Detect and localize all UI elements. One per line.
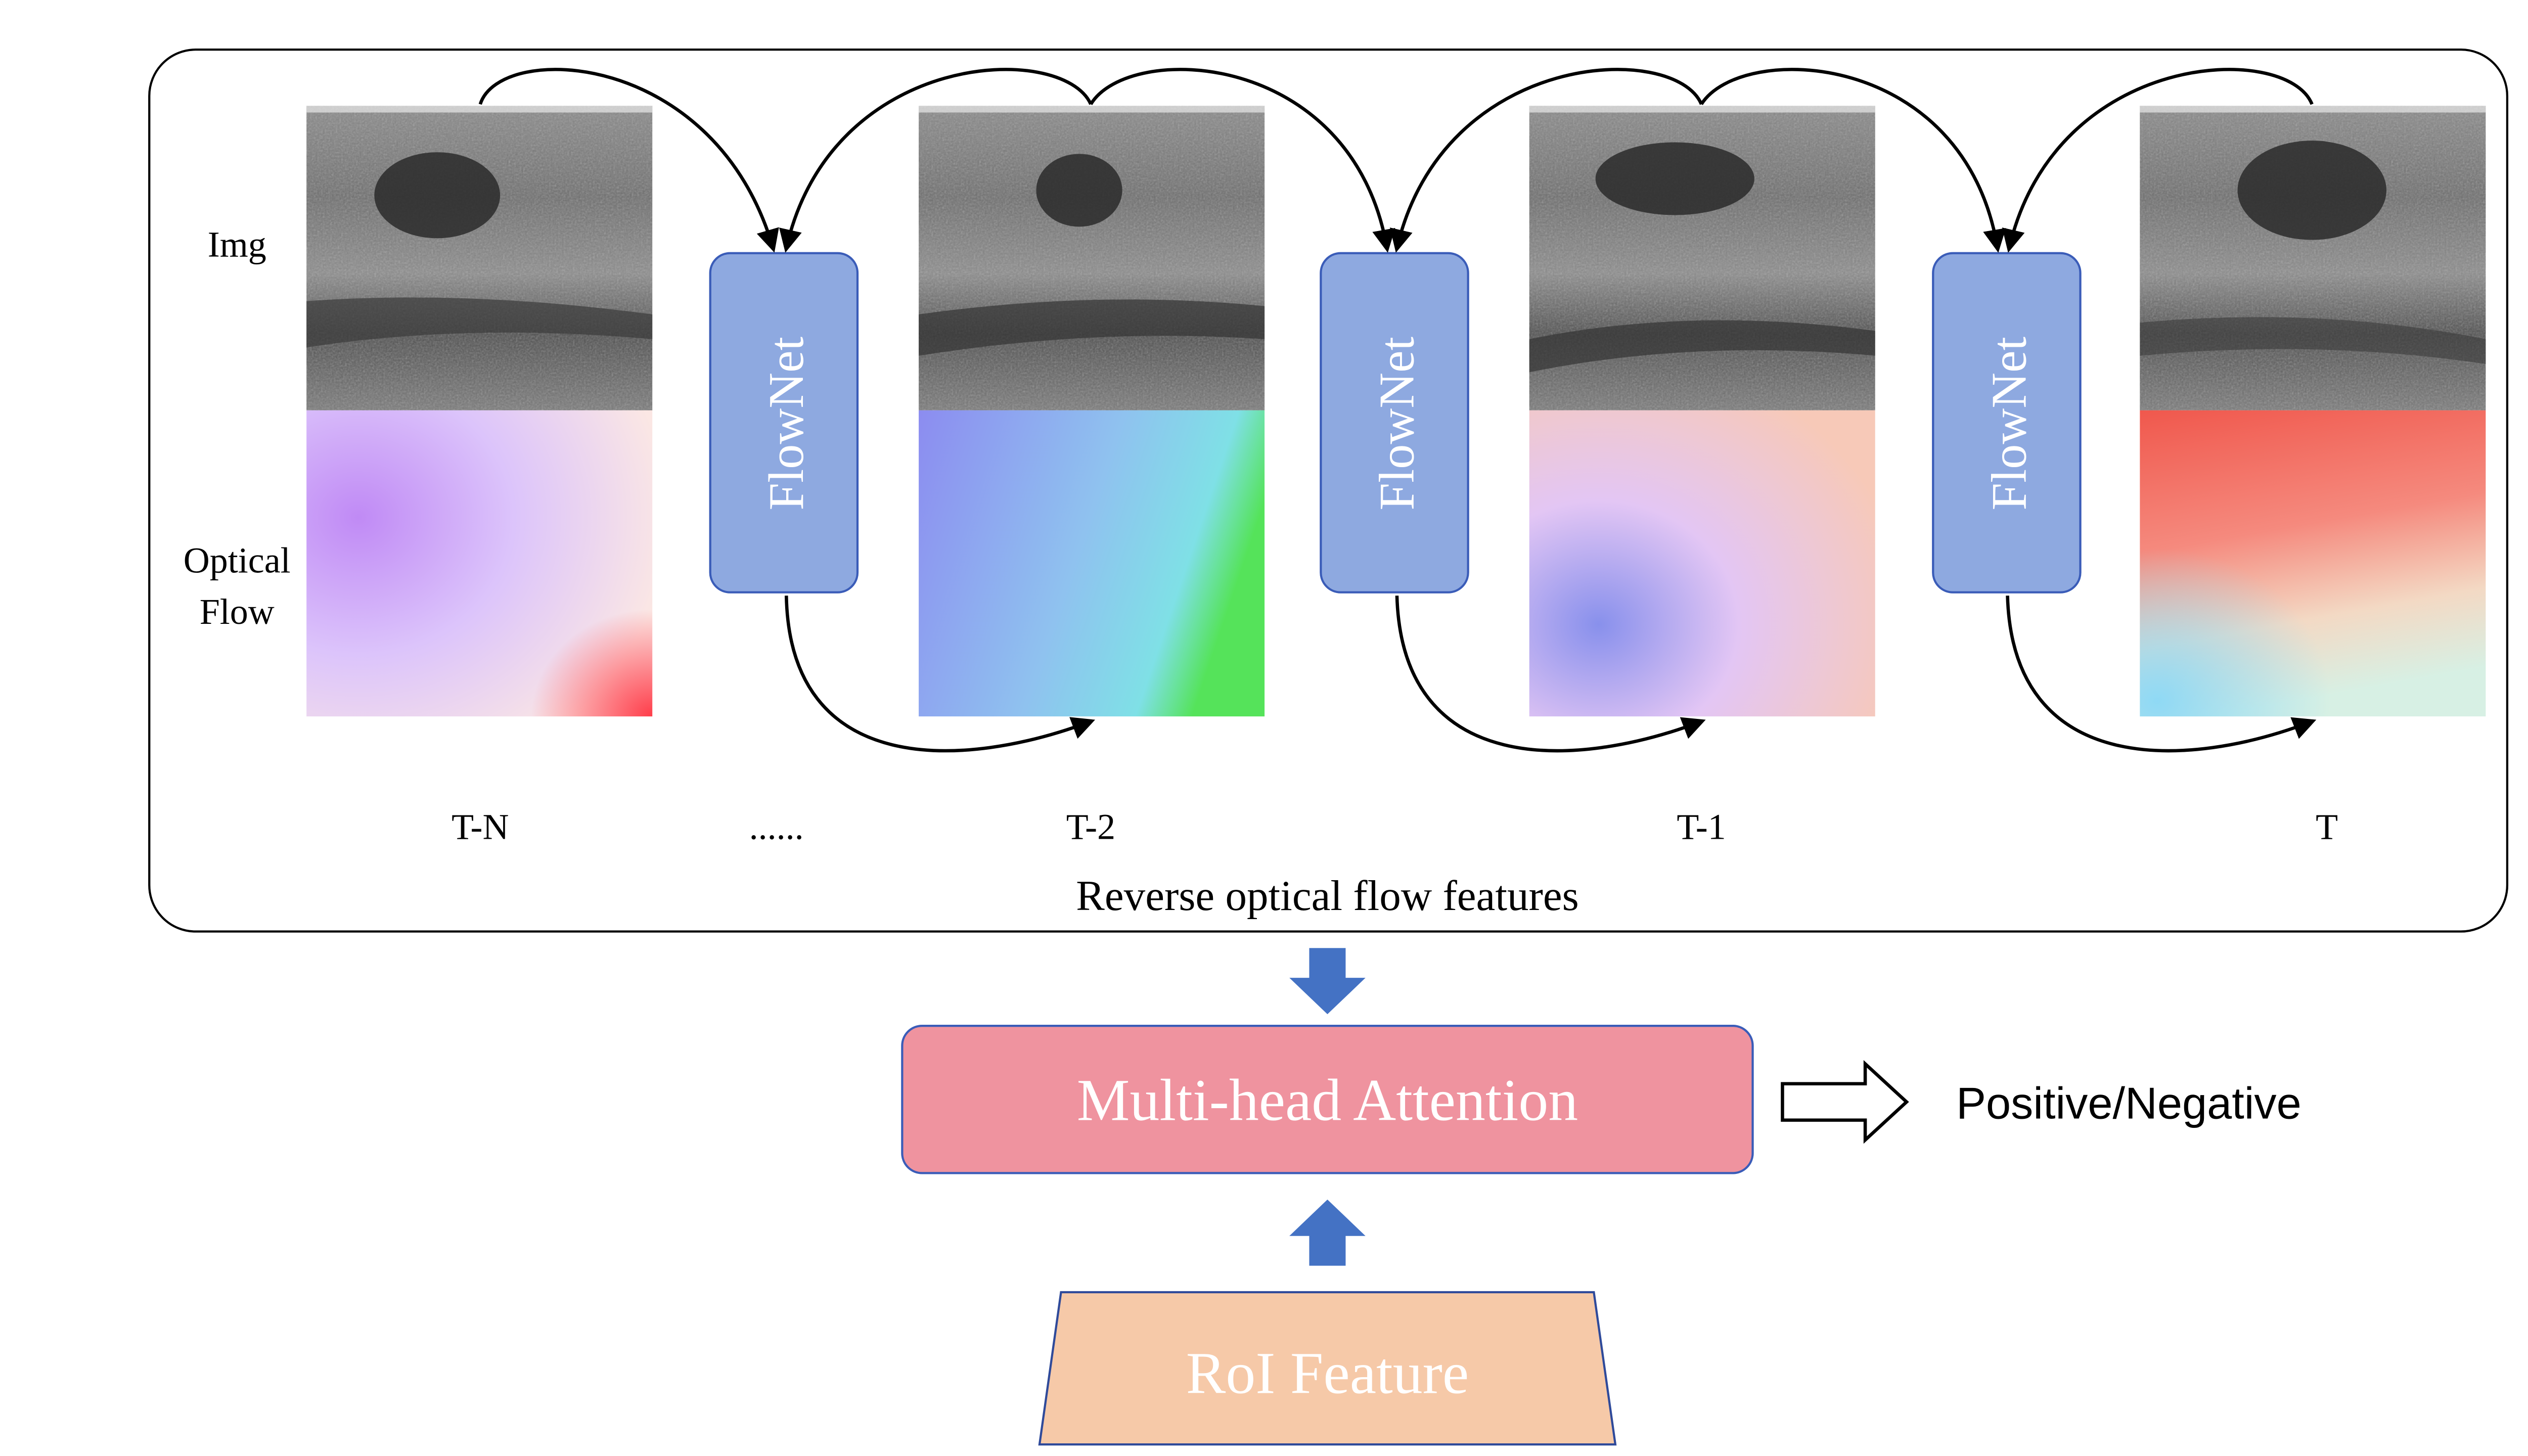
- img-row-label: Img: [208, 224, 266, 264]
- optical-flow-row-label-line2: Flow: [200, 592, 275, 632]
- flownet-label: FlowNet: [1370, 337, 1425, 511]
- output-arrow: [1395, 596, 1706, 753]
- frame-t-2: [919, 106, 1265, 717]
- optical-flow-row-label-line1: Optical: [184, 540, 291, 580]
- flownet-block-2: FlowNet: [1320, 252, 1469, 594]
- classification-output-label: Positive/Negative: [1956, 1078, 2301, 1128]
- input-arrow: [2002, 68, 2314, 253]
- up-arrow-to-attention: [1289, 1199, 1366, 1266]
- input-arrow: [779, 68, 1093, 253]
- output-arrow: [2006, 596, 2317, 753]
- optical-flow-panel: [148, 49, 2509, 933]
- frame-ellipsis: ......: [749, 806, 804, 847]
- input-arrow: [1700, 68, 2006, 253]
- frame-label-t: T: [2316, 806, 2338, 847]
- input-arrow: [478, 68, 779, 253]
- input-arrow: [1089, 68, 1395, 253]
- down-arrow-to-attention: [1289, 948, 1366, 1015]
- roi-feature-label: RoI Feature: [1186, 1341, 1469, 1406]
- output-arrow: [785, 596, 1096, 753]
- attention-label: Multi-head Attention: [1077, 1068, 1578, 1133]
- frame-label-t-2: T-2: [1066, 806, 1115, 847]
- flownet-label: FlowNet: [759, 337, 814, 511]
- flownet-block-1: FlowNet: [709, 252, 859, 594]
- optical-flow-map: [1529, 410, 1875, 717]
- roi-feature-block: RoI Feature: [1038, 1291, 1617, 1446]
- panel-caption: Reverse optical flow features: [1076, 872, 1579, 920]
- input-arrow: [1389, 68, 1703, 253]
- frame-t-n: [306, 106, 653, 717]
- frame-label-t-n: T-N: [452, 806, 509, 847]
- optical-flow-map: [919, 410, 1265, 717]
- frame-t-1: [1529, 106, 1875, 717]
- output-arrow-hollow: [1781, 1060, 1909, 1144]
- frame-label-t-1: T-1: [1677, 806, 1726, 847]
- flownet-block-3: FlowNet: [1932, 252, 2082, 594]
- flow-connectors: [478, 68, 2317, 753]
- flownet-label: FlowNet: [1982, 337, 2037, 511]
- frame-t: [2140, 106, 2486, 717]
- multi-head-attention-block: Multi-head Attention: [901, 1024, 1754, 1174]
